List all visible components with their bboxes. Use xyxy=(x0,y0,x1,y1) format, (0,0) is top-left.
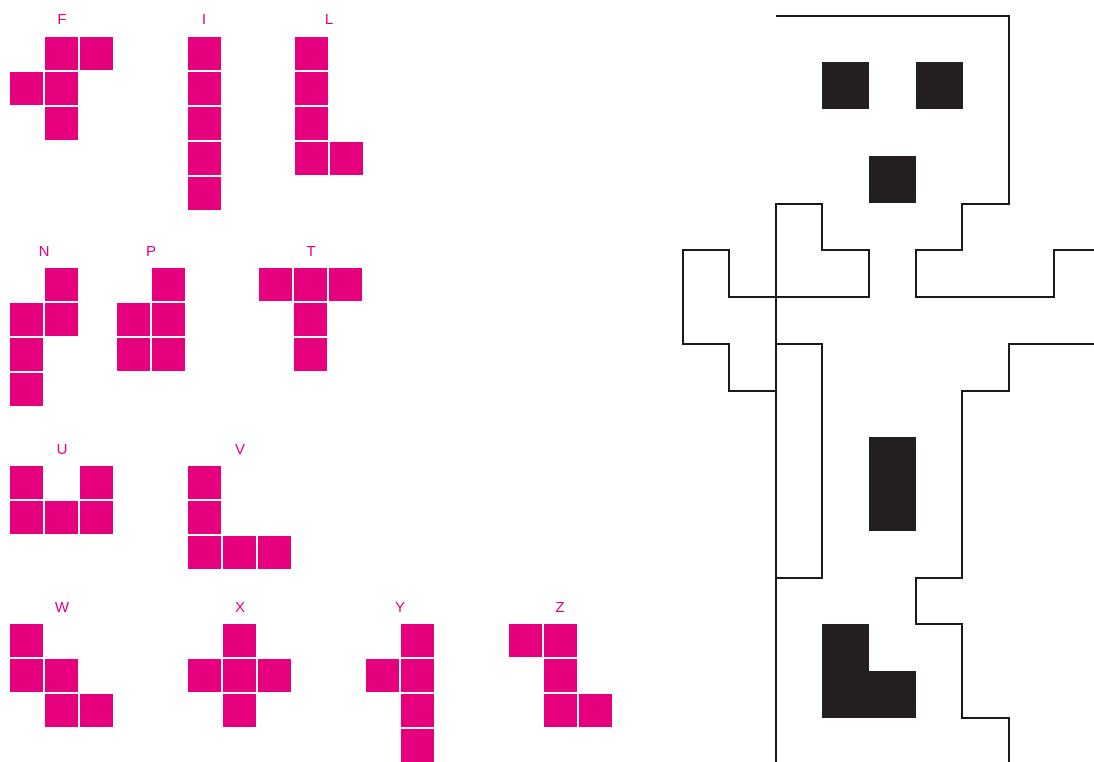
robot-figure xyxy=(683,16,1094,762)
robot-outline xyxy=(683,16,1094,762)
piece-w: W xyxy=(9,599,114,728)
piece-cell xyxy=(151,302,186,337)
piece-cell xyxy=(44,500,79,535)
left-eye-hole xyxy=(822,62,869,109)
piece-cell xyxy=(9,623,44,658)
piece-cell xyxy=(543,658,578,693)
piece-label: U xyxy=(57,441,68,458)
body-l-hole xyxy=(822,624,916,718)
piece-label: P xyxy=(146,243,156,260)
piece-z: Z xyxy=(508,599,613,728)
piece-cell xyxy=(258,267,293,302)
piece-cell xyxy=(328,267,363,302)
piece-u: U xyxy=(9,441,114,535)
piece-f: F xyxy=(9,11,114,141)
right-eye-hole xyxy=(916,62,963,109)
piece-cell xyxy=(543,693,578,728)
piece-cell xyxy=(329,141,364,176)
piece-cell xyxy=(44,302,79,337)
piece-cell xyxy=(9,500,44,535)
piece-cell xyxy=(187,465,222,500)
piece-p: P xyxy=(116,243,186,372)
piece-cell xyxy=(187,535,222,570)
piece-cell xyxy=(257,535,292,570)
piece-cell xyxy=(79,465,114,500)
piece-cell xyxy=(187,176,222,211)
piece-cell xyxy=(222,658,257,693)
piece-cell xyxy=(400,728,435,762)
piece-cell xyxy=(257,658,292,693)
piece-cell xyxy=(508,623,543,658)
piece-cell xyxy=(79,693,114,728)
piece-cell xyxy=(293,267,328,302)
piece-cell xyxy=(9,71,44,106)
piece-y: Y xyxy=(365,599,435,762)
piece-cell xyxy=(79,500,114,535)
piece-cell xyxy=(116,302,151,337)
piece-cell xyxy=(187,36,222,71)
piece-cell xyxy=(400,658,435,693)
piece-label: W xyxy=(55,599,70,616)
piece-cell xyxy=(294,71,329,106)
piece-cell xyxy=(44,267,79,302)
piece-cell xyxy=(9,658,44,693)
piece-cell xyxy=(79,36,114,71)
piece-t: T xyxy=(258,243,363,372)
piece-cell xyxy=(151,337,186,372)
piece-label: V xyxy=(235,441,245,458)
piece-cell xyxy=(187,141,222,176)
piece-label: Z xyxy=(555,599,564,616)
piece-cell xyxy=(400,693,435,728)
piece-cell xyxy=(400,623,435,658)
piece-cell xyxy=(44,658,79,693)
piece-cell xyxy=(9,465,44,500)
piece-label: X xyxy=(235,599,245,616)
body-i-hole xyxy=(869,437,916,531)
piece-cell xyxy=(294,36,329,71)
piece-cell xyxy=(44,36,79,71)
piece-cell xyxy=(543,623,578,658)
piece-i: I xyxy=(187,11,222,211)
piece-cell xyxy=(9,372,44,407)
piece-cell xyxy=(44,71,79,106)
piece-cell xyxy=(578,693,613,728)
piece-cell xyxy=(293,302,328,337)
piece-label: T xyxy=(306,243,315,260)
piece-cell xyxy=(222,535,257,570)
piece-v: V xyxy=(187,441,292,570)
piece-label: Y xyxy=(395,599,405,616)
mouth-hole xyxy=(869,156,916,203)
piece-x: X xyxy=(187,599,292,728)
piece-label: I xyxy=(202,11,206,28)
piece-cell xyxy=(222,693,257,728)
piece-cell xyxy=(187,500,222,535)
piece-label: N xyxy=(39,243,50,260)
piece-cell xyxy=(222,623,257,658)
piece-cell xyxy=(116,337,151,372)
piece-cell xyxy=(293,337,328,372)
piece-cell xyxy=(151,267,186,302)
piece-label: L xyxy=(325,11,333,28)
piece-cell xyxy=(294,141,329,176)
piece-cell xyxy=(9,302,44,337)
piece-cell xyxy=(187,71,222,106)
piece-cell xyxy=(44,106,79,141)
piece-cell xyxy=(44,693,79,728)
pentomino-pieces: F I L N P T U V W X Y Z xyxy=(9,11,613,762)
piece-cell xyxy=(187,106,222,141)
piece-cell xyxy=(9,337,44,372)
piece-label: F xyxy=(57,11,66,28)
piece-cell xyxy=(294,106,329,141)
piece-cell xyxy=(187,658,222,693)
piece-n: N xyxy=(9,243,79,407)
piece-cell xyxy=(365,658,400,693)
piece-l: L xyxy=(294,11,364,176)
